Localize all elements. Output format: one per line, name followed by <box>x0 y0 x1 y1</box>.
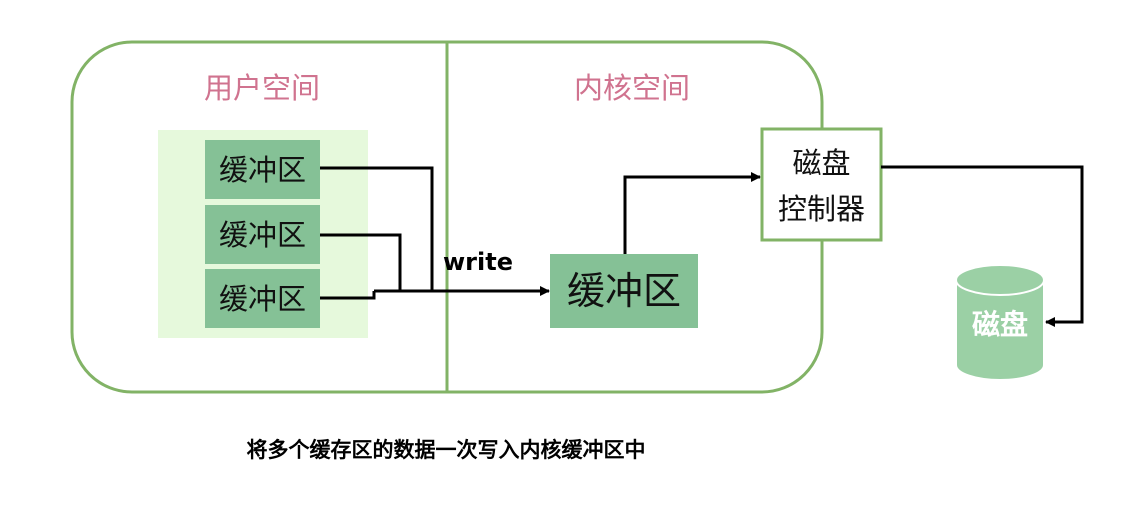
user-space-label: 用户空间 <box>204 71 320 105</box>
write-label: write <box>443 248 513 276</box>
buffer-connector-line <box>320 166 434 291</box>
buffer-connector-line <box>320 291 376 300</box>
disk-controller-label-line1: 磁盘 <box>792 146 850 180</box>
user-buffer-box <box>205 269 320 328</box>
controller-arrow <box>623 172 761 254</box>
user-buffer-label: 缓冲区 <box>219 218 306 252</box>
disk-arrow <box>881 165 1084 327</box>
kernel-buffer-label: 缓冲区 <box>567 269 681 313</box>
disk-icon <box>955 264 1045 381</box>
diagram-caption: 将多个缓存区的数据一次写入内核缓冲区中 <box>247 438 646 462</box>
buffer-connector-line <box>320 233 402 291</box>
user-buffer-label: 缓冲区 <box>219 282 306 316</box>
disk-controller-box <box>760 127 883 242</box>
user-buffer-box <box>205 140 320 199</box>
disk-controller-label-line2: 控制器 <box>778 192 865 226</box>
disk-label: 磁盘 <box>972 308 1028 341</box>
kernel-space-label: 内核空间 <box>574 71 690 105</box>
kernel-buffer-box <box>550 254 698 328</box>
user-buffer-label: 缓冲区 <box>219 153 306 187</box>
user-buffer-box <box>205 205 320 264</box>
